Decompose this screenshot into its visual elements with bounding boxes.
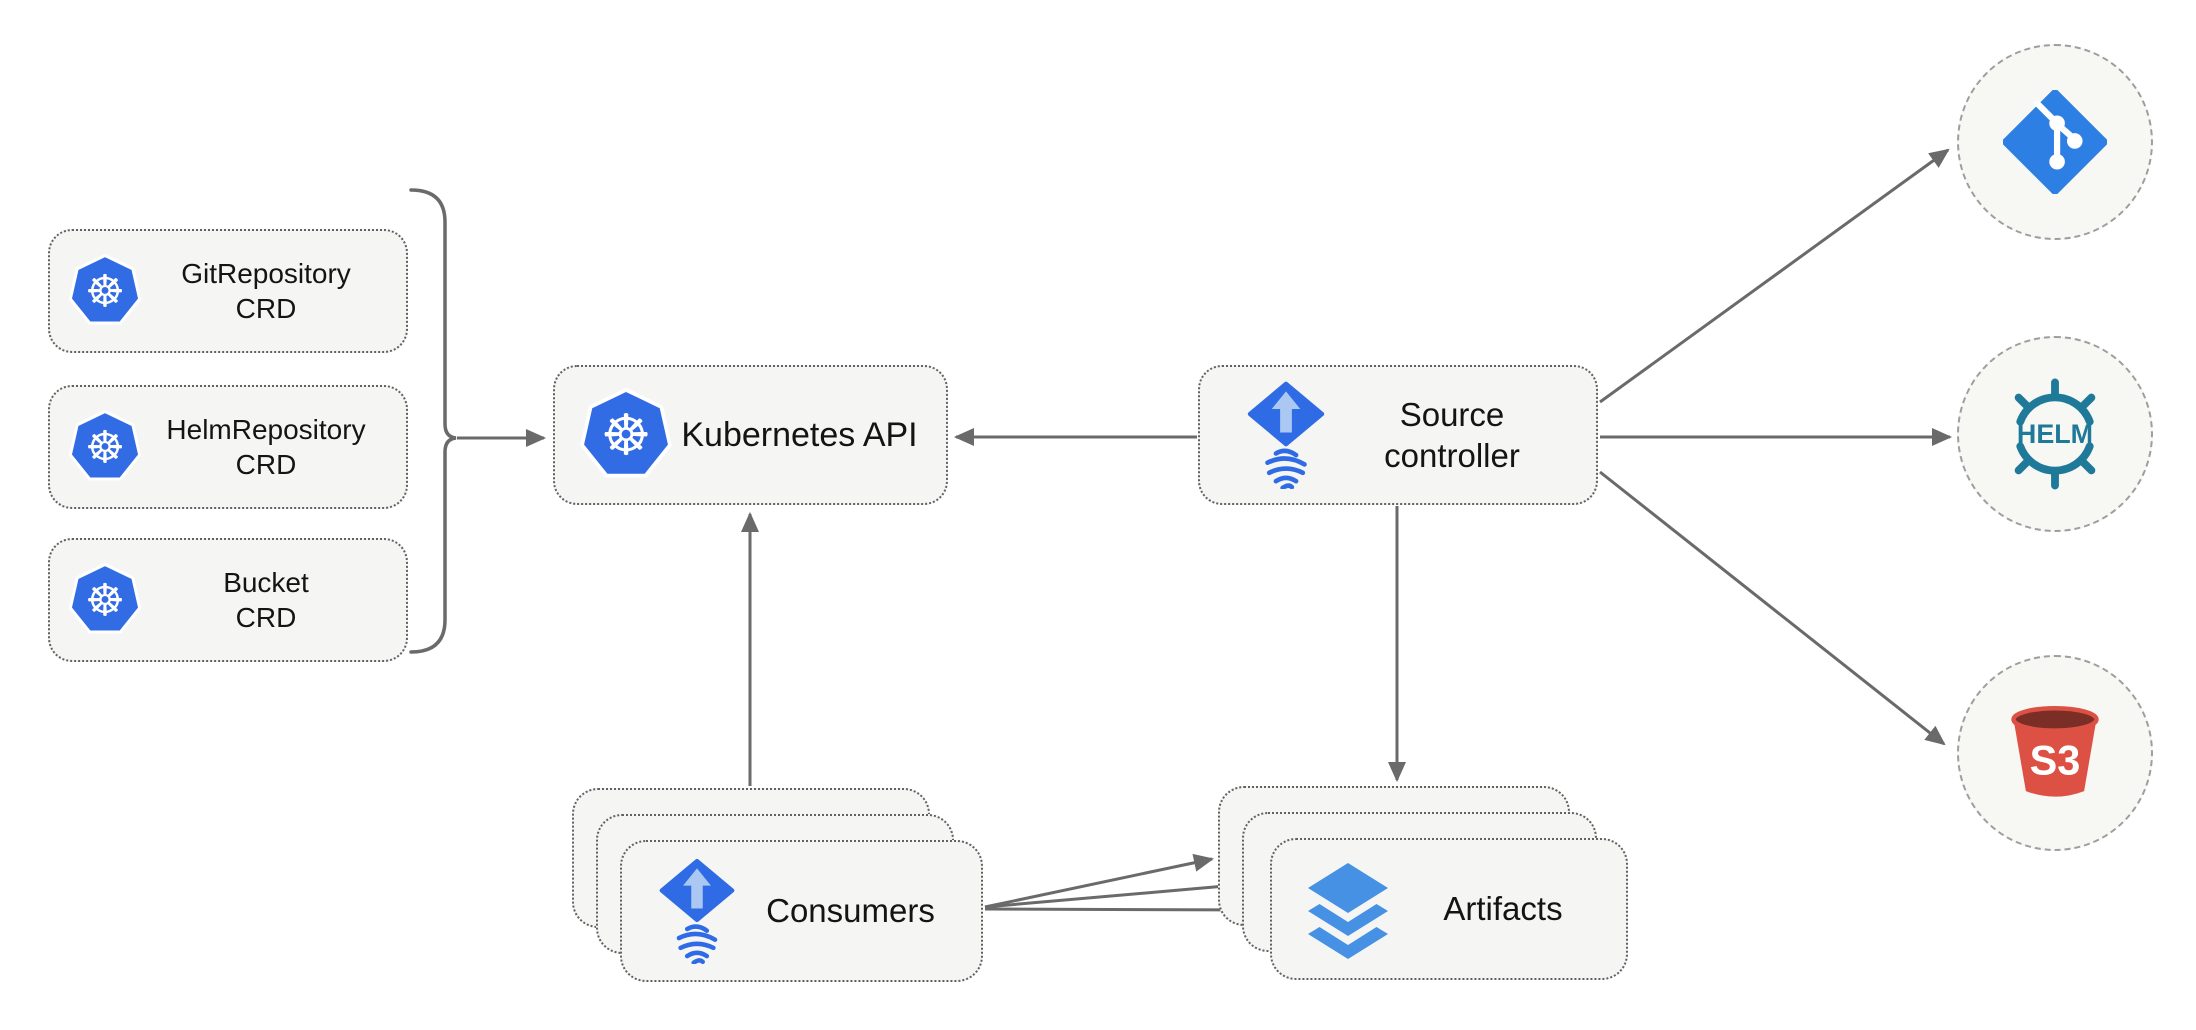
edge-sc-to-git [1599,148,1950,404]
svg-text:☸: ☸ [601,404,652,469]
s3-bucket-icon: S3 [1999,697,2111,809]
node-label: Bucket CRD [142,565,390,635]
flux-icon [656,858,738,964]
node-label: GitRepository CRD [142,256,390,326]
kubernetes-icon: ☸ [68,410,142,484]
edge-consumers-to-artifacts-middle [984,877,1240,909]
kubernetes-icon: ☸ [579,388,673,482]
edge-consumers-to-artifacts-back [984,853,1215,909]
helm-icon: HELM [1999,378,2111,490]
node-consumers: Consumers [620,840,983,982]
svg-text:☸: ☸ [85,423,125,474]
node-helmrepository-crd: ☸ HelmRepository CRD [48,385,408,509]
sc-label-line1: Source [1399,396,1505,433]
node-kubernetes-api: ☸ Kubernetes API [553,365,948,505]
flux-icon [1244,381,1328,489]
crd-group-brace [409,188,457,654]
kubernetes-icon: ☸ [68,254,142,328]
sc-label-line2: controller [1384,437,1520,474]
svg-text:☸: ☸ [85,576,125,627]
crd-label-line2: CRD [235,293,297,324]
svg-text:☸: ☸ [85,267,125,318]
external-s3-bucket: S3 [1957,655,2153,851]
node-gitrepository-crd: ☸ GitRepository CRD [48,229,408,353]
s3-logo-text: S3 [2030,736,2081,783]
git-icon [2003,90,2107,194]
node-label: Source controller [1328,394,1576,476]
crd-label-line1: GitRepository [181,258,351,289]
crd-label-line1: HelmRepository [166,414,366,445]
node-source-controller: Source controller [1198,365,1598,505]
external-git-repository [1957,44,2153,240]
external-helm-repository: HELM [1957,336,2153,532]
node-label: Consumers [766,892,935,929]
node-label: Kubernetes API [681,415,918,454]
kubernetes-icon: ☸ [68,563,142,637]
node-artifacts: Artifacts [1270,838,1628,980]
layers-icon [1298,857,1398,961]
node-bucket-crd: ☸ Bucket CRD [48,538,408,662]
helm-logo-text: HELM [2017,419,2093,449]
crd-label-line2: CRD [235,449,297,480]
edge-sc-to-s3 [1599,470,1946,746]
crd-label-line1: Bucket [223,567,309,598]
node-label: HelmRepository CRD [142,412,390,482]
node-label: Artifacts [1443,890,1563,927]
crd-label-line2: CRD [235,602,297,633]
